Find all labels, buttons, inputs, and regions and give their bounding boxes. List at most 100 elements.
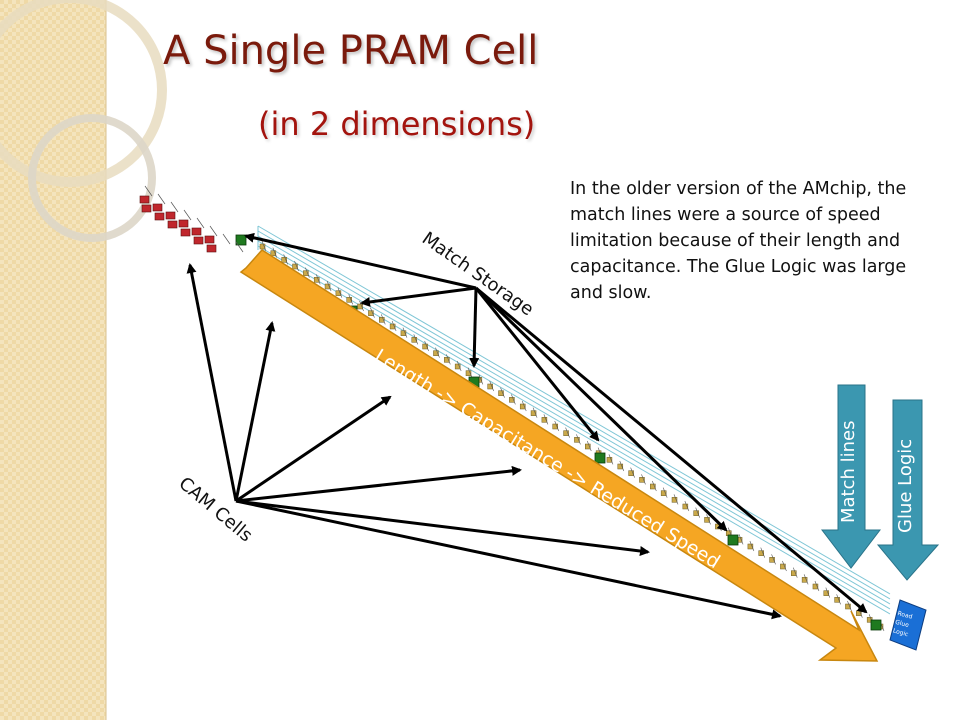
cam-cell bbox=[845, 603, 851, 610]
cell-wire bbox=[771, 554, 776, 565]
match-storage-cell bbox=[594, 452, 606, 464]
cam-cell bbox=[519, 403, 526, 410]
svg-text:Glue: Glue bbox=[894, 619, 909, 629]
pointer-arrow bbox=[475, 286, 868, 614]
cell-wire bbox=[521, 400, 527, 412]
cam-cell bbox=[389, 323, 396, 330]
cell-wire bbox=[641, 474, 646, 485]
cell-wire bbox=[272, 247, 278, 258]
cell-wire bbox=[825, 587, 831, 598]
explanation-text: In the older version of the AMchip, the … bbox=[570, 179, 907, 303]
cam-cell bbox=[281, 257, 287, 263]
cam-cell bbox=[617, 463, 624, 470]
cam-cell bbox=[801, 577, 808, 583]
cam-cell bbox=[660, 490, 667, 496]
cam-cell bbox=[444, 357, 450, 363]
cam-cell bbox=[639, 477, 645, 483]
cam-cell bbox=[487, 383, 493, 390]
cam-cell bbox=[682, 503, 689, 510]
cell-wire bbox=[500, 387, 505, 398]
pointer-arrow bbox=[234, 321, 276, 502]
cell-wire bbox=[283, 254, 288, 265]
cell-wire bbox=[652, 480, 657, 492]
cell-wire bbox=[803, 574, 809, 585]
cam-cell bbox=[259, 243, 266, 250]
cell-wire bbox=[760, 547, 766, 558]
match-storage-cell bbox=[870, 619, 882, 631]
cell-wire bbox=[814, 580, 820, 592]
cell-wire bbox=[183, 209, 192, 221]
cell-wire bbox=[576, 434, 581, 445]
cell-wire bbox=[337, 287, 343, 298]
cam-cell bbox=[585, 443, 591, 450]
cell-wire bbox=[554, 420, 560, 432]
cam-cell bbox=[628, 470, 634, 476]
cam-cell bbox=[152, 203, 163, 212]
chip-icon: Road Glue Logic bbox=[889, 599, 927, 651]
cam-cell bbox=[834, 597, 840, 603]
pointer-arrow bbox=[235, 395, 392, 503]
match-storage-cell bbox=[727, 534, 739, 546]
cell-wire bbox=[196, 217, 205, 229]
cam-cell bbox=[693, 510, 699, 516]
cam-cell bbox=[191, 227, 202, 236]
cell-wire bbox=[684, 500, 690, 512]
cam-cell bbox=[780, 563, 786, 570]
match-lines-arrow bbox=[820, 384, 882, 569]
cam-cell bbox=[454, 363, 461, 370]
cell-wire bbox=[673, 494, 679, 505]
cam-cell bbox=[769, 557, 775, 563]
pointer-arrow bbox=[244, 232, 477, 290]
cell-wire bbox=[209, 225, 218, 237]
cam-cell bbox=[530, 410, 537, 416]
match-line bbox=[257, 245, 891, 615]
cam-cell bbox=[671, 497, 678, 503]
cam-cell bbox=[165, 211, 176, 220]
match-lines bbox=[257, 225, 891, 615]
cell-wire bbox=[511, 394, 516, 405]
cam-cell bbox=[292, 263, 298, 270]
cam-cell bbox=[650, 483, 656, 490]
cell-wire bbox=[467, 367, 473, 378]
cell-wire bbox=[402, 327, 408, 338]
cell-wire bbox=[380, 314, 386, 325]
cam-cell bbox=[204, 235, 215, 244]
cell-wire bbox=[305, 267, 310, 278]
pointer-arrow bbox=[186, 263, 238, 502]
cam-cell bbox=[139, 195, 150, 204]
cell-wire bbox=[532, 407, 538, 418]
cell-wire bbox=[749, 540, 755, 552]
glue-logic-arrow bbox=[876, 399, 940, 581]
cam-cell bbox=[368, 310, 374, 316]
cell-wire bbox=[413, 334, 419, 345]
cam-cell bbox=[606, 457, 613, 463]
cam-cell bbox=[167, 220, 178, 229]
cam-cell bbox=[141, 204, 152, 213]
cam-cell bbox=[791, 570, 797, 576]
cam-cell bbox=[747, 543, 754, 550]
cam-cell bbox=[433, 350, 439, 356]
pointer-arrows bbox=[186, 232, 868, 620]
cam-cell bbox=[193, 236, 204, 245]
cell-wire bbox=[261, 240, 267, 252]
cell-wire bbox=[543, 414, 549, 425]
cell-wire bbox=[489, 380, 494, 392]
cell-wire bbox=[294, 260, 299, 272]
cell-wire bbox=[630, 467, 635, 478]
cam-cell bbox=[509, 397, 515, 403]
glue-logic-label: Glue Logic bbox=[895, 438, 916, 533]
cell-wire bbox=[315, 274, 321, 285]
cell-wire bbox=[170, 201, 179, 213]
pointer-arrow bbox=[235, 499, 650, 556]
cell-wire bbox=[348, 294, 354, 305]
cam-cell bbox=[541, 417, 548, 423]
cam-cell bbox=[411, 337, 418, 343]
slide-title: A Single PRAM Cell bbox=[163, 28, 539, 74]
cam-cell bbox=[552, 423, 558, 430]
cam-cell bbox=[465, 370, 472, 376]
cell-wire bbox=[847, 600, 852, 612]
cell-wire bbox=[157, 193, 166, 205]
cell-wire bbox=[222, 233, 231, 245]
